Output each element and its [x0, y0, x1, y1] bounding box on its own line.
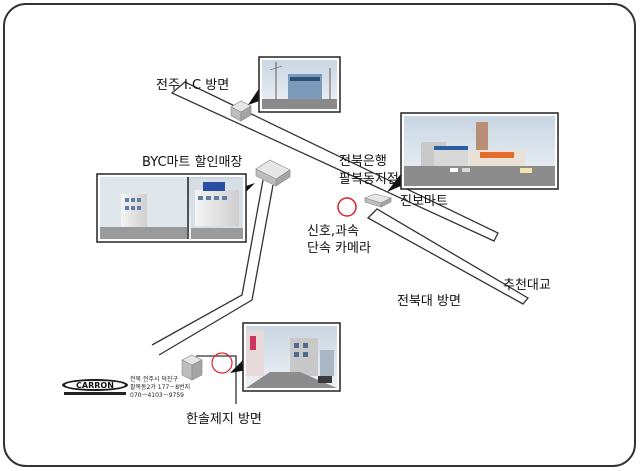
- label-camera-1: 신호,과속: [307, 224, 359, 239]
- label-jeonbuk-bank-2: 팔복동지점: [339, 172, 399, 187]
- carron-logo: CARRON: [62, 379, 128, 395]
- branch-road: [366, 208, 529, 305]
- intersection-marker: [211, 352, 233, 374]
- label-hansol: 한솔제지 방면: [186, 412, 262, 427]
- main-road: [170, 81, 499, 242]
- logo-text: CARRON: [76, 381, 114, 390]
- photo-jeonju-ic: [248, 56, 341, 113]
- label-camera-2: 단속 카메라: [307, 241, 371, 256]
- label-chucheon-bridge: 추천대교: [503, 278, 551, 293]
- label-byc: BYC마트 할인매장: [142, 155, 242, 170]
- building-jeonju-ic: [230, 100, 252, 122]
- label-jeonju-ic: 전주 I.C 방면: [156, 78, 229, 93]
- photo-jeonbuk-bank: [387, 112, 559, 192]
- building-jinbo-mart: [364, 193, 392, 208]
- company-address-2: 팔복동2가 177－8번지: [130, 383, 190, 391]
- company-address-1: 전북 전주시 덕진구: [130, 375, 178, 383]
- label-jinbo-mart: 진보마트: [400, 194, 448, 209]
- building-byc: [255, 159, 291, 187]
- photo-byc: [96, 173, 255, 243]
- label-jeonbuk-univ: 전북대 방면: [397, 294, 461, 309]
- secondary-road: [151, 179, 274, 404]
- company-phone: 070－4103－9759: [130, 392, 184, 399]
- label-jeonbuk-bank-1: 전북은행: [339, 153, 387, 169]
- photo-hansol: [230, 322, 341, 392]
- building-carron: [181, 354, 203, 381]
- camera-marker: [337, 197, 357, 217]
